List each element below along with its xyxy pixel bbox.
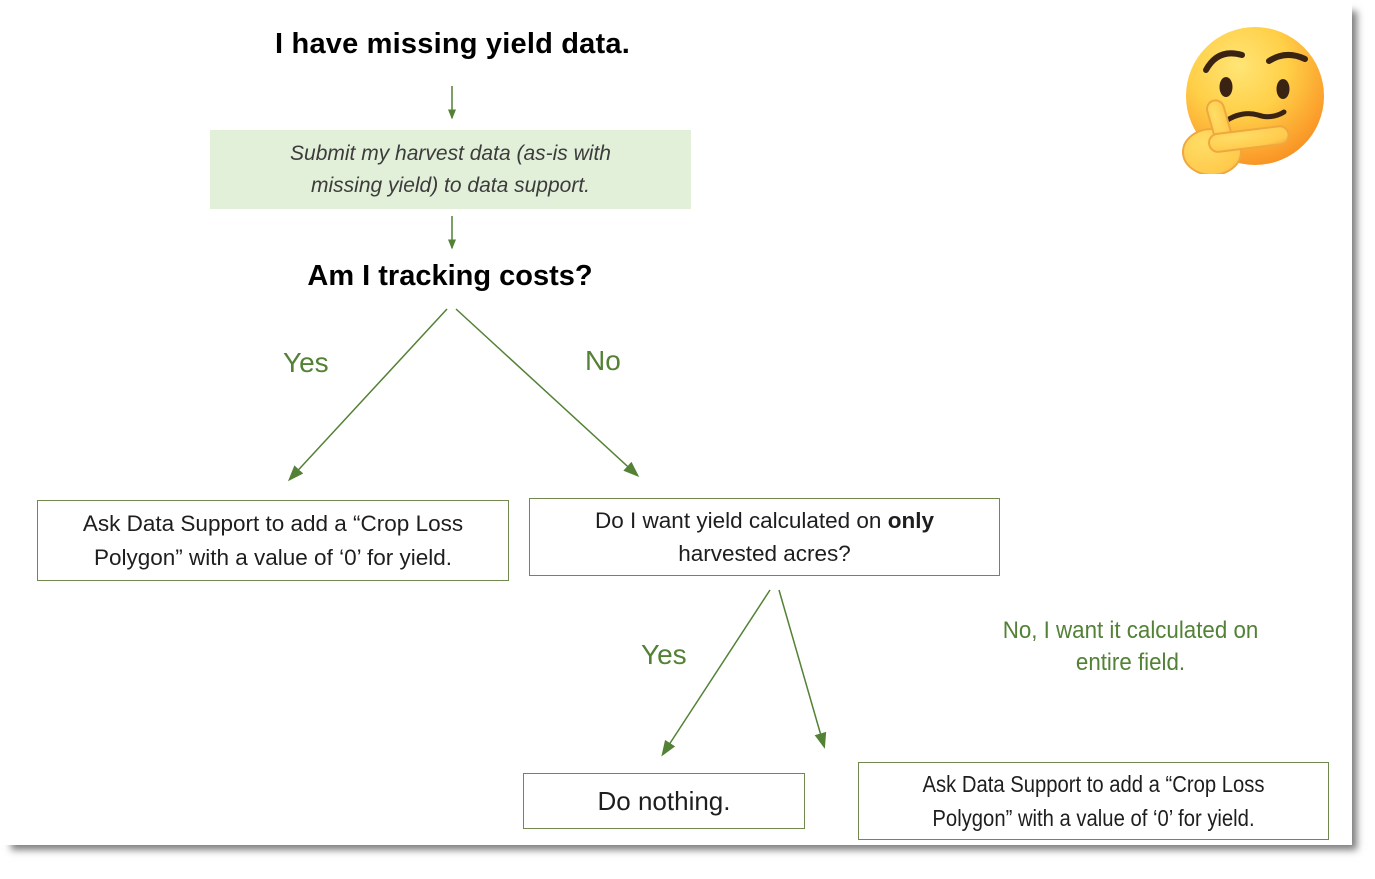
emoji-right-eyebrow (1266, 52, 1308, 64)
node-submit-harvest-data: Submit my harvest data (as-is with missi… (210, 130, 691, 209)
arrow-question2-no (778, 589, 827, 749)
branch-label-no-entire-field: No, I want it calculated on entire field… (958, 615, 1303, 680)
branch-label-yes-1: Yes (283, 347, 329, 378)
branch-label-no-1: No (585, 345, 621, 376)
node-text-line: Submit my harvest data (as-is with (290, 142, 611, 165)
node-text-line: harvested acres? (678, 541, 851, 566)
arrow-question2-yes (661, 589, 771, 757)
flowchart-canvas: I have missing yield data. Submit my har… (37, 27, 1329, 840)
emoji-left-eyebrow (1203, 50, 1245, 73)
emoji-right-eye (1276, 79, 1290, 99)
emoji-left-eye (1219, 77, 1233, 97)
branch-label-yes-2: Yes (641, 639, 687, 670)
thinking-face-emoji (1182, 27, 1324, 174)
node-crop-loss-polygon-left: Ask Data Support to add a “Crop Loss Pol… (37, 500, 509, 581)
node-text-line: Do nothing. (597, 785, 731, 816)
branch-label-line: No, I want it calculated on (1002, 617, 1259, 644)
page-title: I have missing yield data. (275, 28, 630, 60)
node-crop-loss-polygon-right: Ask Data Support to add a “Crop Loss Pol… (858, 762, 1329, 840)
node-text-line: Polygon” with a value of ‘0’ for yield. (93, 544, 453, 570)
arrow-question1-no (455, 308, 640, 478)
question-tracking-costs: Am I tracking costs? (307, 260, 593, 292)
node-text-line: Ask Data Support to add a “Crop Loss (922, 770, 1265, 797)
node-text-line: Do I want yield calculated on only (530, 504, 999, 537)
arrow-question1-yes (287, 308, 448, 482)
question2-bold-word: only (887, 507, 934, 533)
node-text-line: missing yield) to data support. (311, 173, 590, 197)
node-question-harvested-acres: Do I want yield calculated on only harve… (529, 498, 1000, 576)
node-do-nothing: Do nothing. (523, 773, 805, 829)
node-text-line: Ask Data Support to add a “Crop Loss (82, 511, 464, 537)
branch-label-line: entire field. (1075, 649, 1186, 677)
question2-text: Do I want yield calculated on (595, 507, 888, 533)
node-text-line: Polygon” with a value of ‘0’ for yield. (932, 805, 1255, 831)
emoji-hand (1182, 99, 1290, 174)
